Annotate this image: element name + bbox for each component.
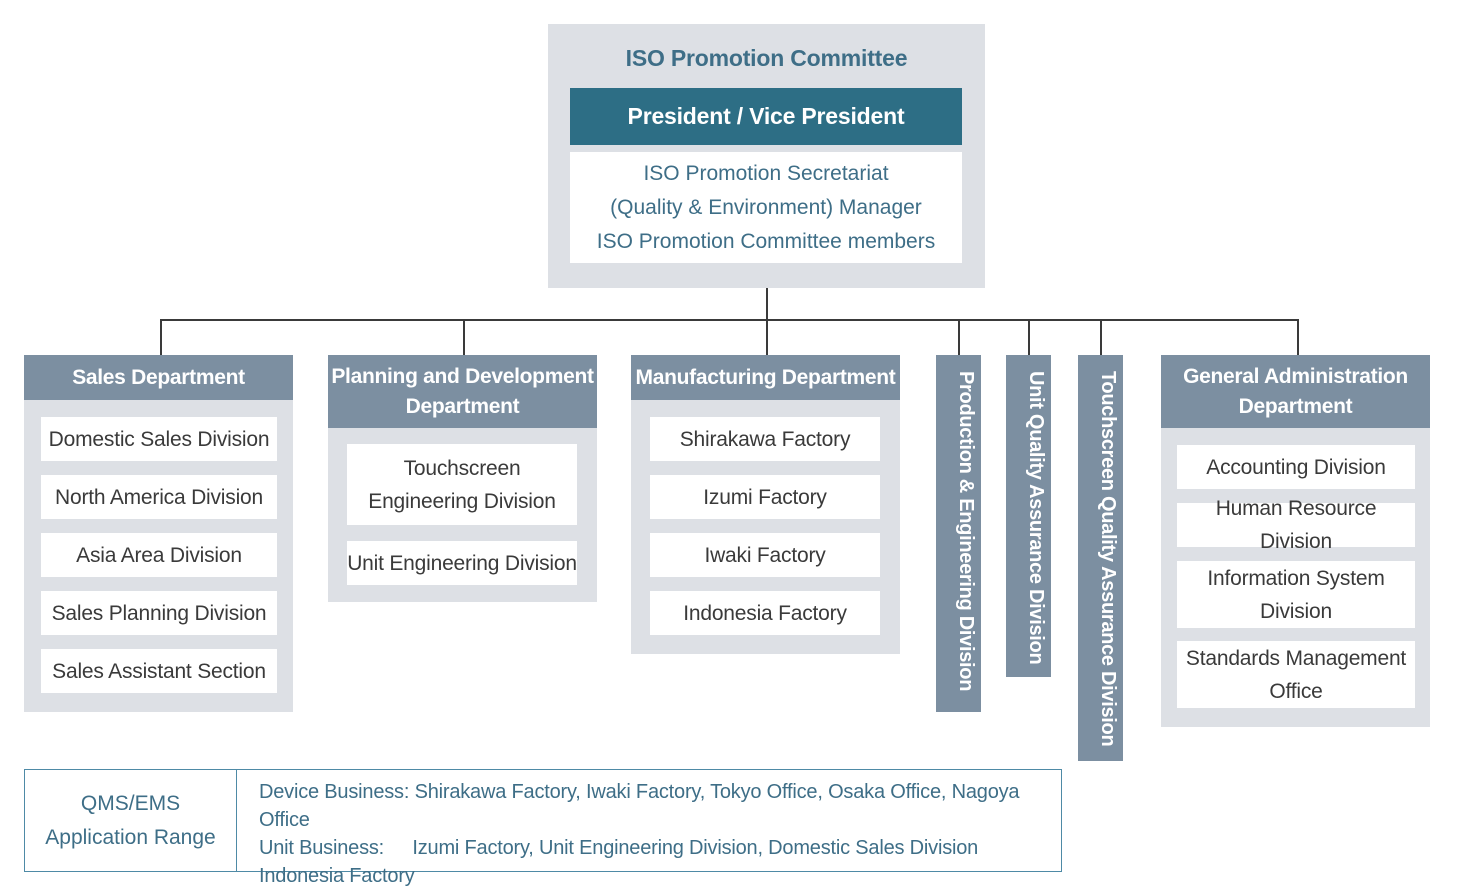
connector-horizontal [160,319,1298,321]
general-administration-panel: General Administration Department Accoun… [1161,355,1430,727]
sales-division-item: Domestic Sales Division [41,417,277,461]
touchscreen-quality-assurance-division: Touchscreen Quality Assurance Division [1078,355,1123,761]
planning-title-line: Department [405,394,520,418]
factory-item: Izumi Factory [650,475,880,519]
general-division-item: Human Resource Division [1177,497,1415,553]
general-division-item: Accounting Division [1177,445,1415,489]
range-row: Unit Business: Izumi Factory, Unit Engin… [259,834,1061,862]
committee-panel: ISO Promotion Committee President / Vice… [548,24,985,288]
planning-department-panel: Planning and Development Department Touc… [328,355,597,602]
sales-department-panel: Sales Department Domestic Sales Division… [24,355,293,712]
manufacturing-department-panel: Manufacturing Department Shirakawa Facto… [631,355,900,654]
member-line: ISO Promotion Secretariat [643,161,889,185]
general-title-line: General Administration [1183,364,1408,388]
connector-production [958,319,960,355]
range-row: Device Business: Shirakawa Factory, Iwak… [259,778,1061,834]
sales-division-item: Sales Assistant Section [41,649,277,693]
general-division-item: Information System Division [1177,561,1415,628]
committee-title: ISO Promotion Committee [625,45,908,71]
member-line: (Quality & Environment) Manager [610,195,922,219]
range-row-value: Izumi Factory, Unit Engineering Division… [412,837,979,859]
connector-planning [463,319,465,355]
range-row-value: Shirakawa Factory, Iwaki Factory, Tokyo … [259,781,1020,831]
sales-division-item: North America Division [41,475,277,519]
factory-item: Shirakawa Factory [650,417,880,461]
sales-department-title: Sales Department [24,355,293,400]
unit-quality-assurance-division: Unit Quality Assurance Division [1006,355,1051,677]
committee-members: ISO Promotion Secretariat (Quality & Env… [570,152,962,263]
application-range-label: QMS/EMS Application Range [25,770,237,871]
planning-department-title: Planning and Development Department [328,355,597,428]
connector-general [1297,319,1299,355]
application-range-body: Device Business: Shirakawa Factory, Iwak… [237,770,1061,887]
committee-head: President / Vice President [570,88,962,145]
sales-division-item: Asia Area Division [41,533,277,577]
factory-item: Indonesia Factory [650,591,880,635]
connector-trunk [766,288,768,320]
planning-division-item: Unit Engineering Division [347,541,577,585]
connector-unit-qa [1028,319,1030,355]
sales-division-item: Sales Planning Division [41,591,277,635]
application-range-box: QMS/EMS Application Range Device Busines… [24,769,1062,887]
factory-item: Iwaki Factory [650,533,880,577]
range-row-value: Indonesia Factory [259,865,415,887]
general-division-item: Standards Management Office [1177,641,1415,708]
connector-manufacturing [766,319,768,355]
manufacturing-department-title: Manufacturing Department [631,355,900,400]
production-engineering-division: Production & Engineering Division [936,355,981,712]
range-row-label: Device Business: [259,781,410,803]
planning-division-item: Touchscreen Engineering Division [347,444,577,525]
connector-touch-qa [1100,319,1102,355]
range-row: Indonesia Factory [259,862,1061,890]
connector-sales [160,319,162,355]
range-row-label: Unit Business: [259,837,385,859]
member-line: ISO Promotion Committee members [596,229,936,253]
planning-title-line: Planning and Development [331,364,594,388]
general-title-line: Department [1238,394,1353,418]
general-administration-title: General Administration Department [1161,355,1430,428]
